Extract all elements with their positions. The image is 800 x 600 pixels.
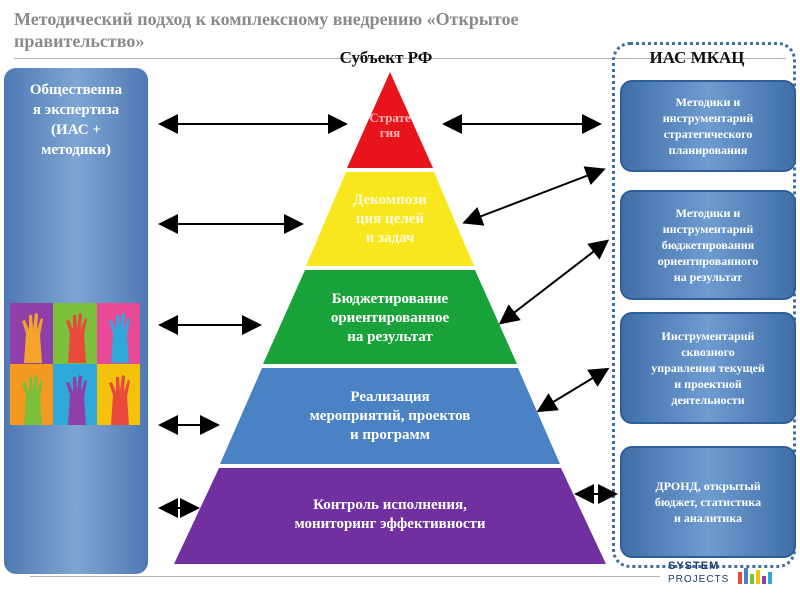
pyramid-label-strategy: Страте гия bbox=[340, 110, 440, 140]
arrow-right-2 bbox=[466, 170, 602, 222]
pyramid-label-implementation: Реализация мероприятий, проектов и прогр… bbox=[250, 388, 530, 445]
arrow-right-3 bbox=[502, 242, 606, 322]
arrow-right-4 bbox=[540, 370, 606, 410]
bottom-divider bbox=[30, 576, 660, 577]
pyramid-label-decomposition: Декомпози ция целей и задач bbox=[320, 191, 460, 248]
pyramid-label-control: Контроль исполнения, мониторинг эффектив… bbox=[220, 496, 560, 534]
system-projects-logo: SYSTEM PROJECTS bbox=[668, 558, 788, 592]
logo-mark-icon bbox=[738, 566, 786, 586]
logo-text-system: SYSTEM bbox=[668, 560, 719, 572]
pyramid-label-budgeting: Бюджетирование ориентированное на резуль… bbox=[290, 290, 490, 347]
logo-text-projects: PROJECTS bbox=[668, 574, 729, 585]
